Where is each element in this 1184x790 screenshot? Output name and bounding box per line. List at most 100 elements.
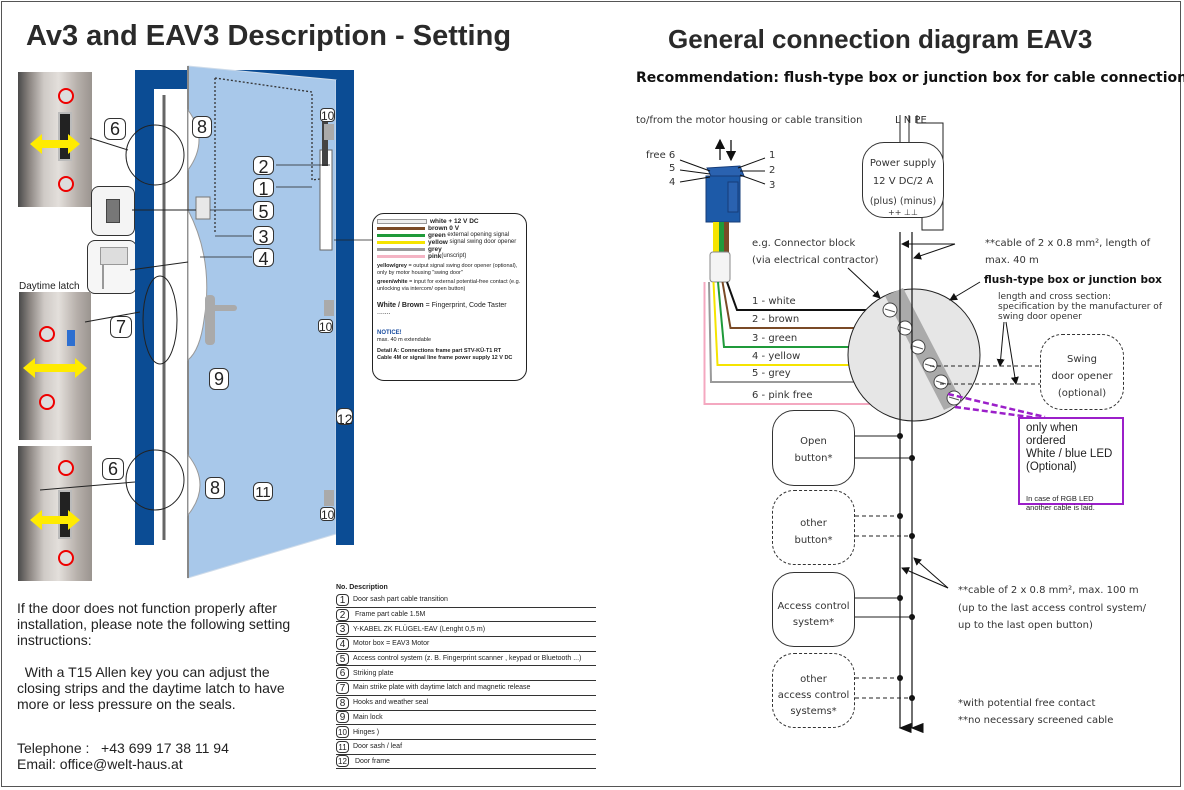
note-text: = output signal swing door opener (optio… xyxy=(377,263,518,276)
other-access-line1: other xyxy=(800,674,827,685)
callout-1: 1 xyxy=(253,178,274,199)
part-description: Motor box = EAV3 Motor xyxy=(353,640,430,648)
cable100-arrow xyxy=(913,557,949,589)
wire-label-5: 5 - grey xyxy=(752,368,791,379)
wire-note: signal swing door opener xyxy=(449,239,517,245)
photo-striking-plate-bottom xyxy=(18,446,92,581)
left-title: Av3 and EAV3 Description - Setting xyxy=(26,20,512,52)
wire-label: grey xyxy=(428,246,442,253)
access-control-line2: system* xyxy=(792,617,835,628)
wire-row-green: green external opening signal xyxy=(377,232,522,239)
terminal-slot xyxy=(899,326,911,331)
contact-telephone[interactable]: Telephone : +43 699 17 38 11 94 xyxy=(17,740,229,756)
part-description: Main lock xyxy=(353,713,383,721)
led-line1: only when ordered xyxy=(1026,422,1078,447)
parts-table-row: 2 Frame part cable 1.5M xyxy=(336,608,596,623)
contact-email[interactable]: Email: office@welt-haus.at xyxy=(17,756,183,772)
detail-circle-bottom xyxy=(125,449,185,511)
other-button-line2: button* xyxy=(794,535,833,546)
instructions-allen-key: With a T15 Allen key you can adjust the … xyxy=(17,664,289,712)
junction-spec: length and cross section: specification … xyxy=(998,292,1162,322)
note-key: green/white xyxy=(377,279,408,285)
adjust-arrow-icon xyxy=(30,134,80,154)
other-access-line2: access control xyxy=(777,690,850,701)
wire-label-2: 2 - brown xyxy=(752,314,800,325)
swing-door-line2: door opener xyxy=(1051,371,1113,382)
pin-label-4: 4 xyxy=(669,177,676,188)
pin-leader xyxy=(679,169,711,175)
callout-12: 12 xyxy=(336,408,353,427)
wire-green-icon xyxy=(377,234,425,237)
pin-label-6: free 6 xyxy=(646,150,676,161)
note-text: = Fingerprint, Code Taster ....... xyxy=(377,302,507,316)
callout-8-bottom: 8 xyxy=(205,477,225,499)
terminals xyxy=(882,302,962,406)
right-subtitle: Recommendation: flush-type box or juncti… xyxy=(636,70,1184,86)
wire-label-1: 1 - white xyxy=(752,296,796,307)
led-note1: In case of RGB LED xyxy=(1026,494,1094,503)
motor-caption: to/from the motor housing or cable trans… xyxy=(636,115,863,126)
parts-table-row: 12 Door frame xyxy=(336,755,596,770)
pin-leader xyxy=(737,157,766,169)
cable100-line3: up to the last open button) xyxy=(958,620,1093,631)
bus-junctions xyxy=(897,433,915,701)
cable40-line1: **cable of 2 x 0.8 mm², length of xyxy=(985,238,1151,249)
motor-icon xyxy=(100,247,128,265)
terminal-slot xyxy=(935,380,947,385)
door-illustration xyxy=(39,65,372,579)
wire-row-brown: brown 0 V xyxy=(377,225,522,232)
wire-label: pink xyxy=(428,253,442,260)
led-option-box: only when ordered White / blue LED (Opti… xyxy=(1018,417,1124,512)
wire-row-white: white + 12 V DC xyxy=(377,218,522,225)
hinge-middle xyxy=(324,300,334,316)
wire-brown-icon xyxy=(377,227,425,230)
power-supply-terminals: ++ ⊥⊥ xyxy=(888,208,918,217)
detail-circle-latch xyxy=(142,275,178,365)
connector-block-line2: (via electrical contractor) xyxy=(752,255,879,266)
leader xyxy=(39,481,136,491)
part-description: Y-KABEL ZK FLÜGEL-EAV (Lenght 0,5 m) xyxy=(353,625,486,633)
open-button-box: Open button* xyxy=(772,410,855,486)
power-supply-rating: 12 V DC/2 A xyxy=(872,176,934,187)
cable-info-box: white + 12 V DC brown 0 V green external… xyxy=(372,213,527,381)
instructions-intro: If the door does not function properly a… xyxy=(17,600,291,648)
led-line xyxy=(947,392,1046,419)
part-description: Frame part cable 1.5M xyxy=(353,611,426,619)
magnet-icon xyxy=(67,330,75,346)
note-key: yellow/grey xyxy=(377,263,407,269)
part-description: Hinges ) xyxy=(353,728,380,736)
other-access-control-box: other access control systems* xyxy=(772,653,855,728)
pin-label-5: 5 xyxy=(669,163,676,174)
other-button-box: other button* xyxy=(772,490,855,565)
spec-arrow xyxy=(996,321,1005,367)
wire-1 xyxy=(726,281,890,311)
connector-latch xyxy=(727,181,739,213)
leader xyxy=(129,261,189,271)
terminal-slot xyxy=(912,345,924,350)
pin-label-3: 3 xyxy=(769,180,776,191)
whitebrown-note: White / Brown = Fingerprint, Code Taster… xyxy=(377,302,522,316)
pin-leader xyxy=(679,159,711,172)
cable-sleeve xyxy=(709,251,731,283)
open-button-line2: button* xyxy=(794,453,833,464)
wire-row-pink: pink(unscript) xyxy=(377,253,522,260)
wire-white-icon xyxy=(377,219,427,224)
motor-box-shape xyxy=(187,209,208,362)
power-supply-title: Power supply xyxy=(869,158,937,169)
part-number: 11 xyxy=(336,740,349,753)
part-description: Hooks and weather seal xyxy=(353,699,429,707)
part-number: 2 xyxy=(336,608,349,621)
detail-line-2: Cable 4M or signal line frame power supp… xyxy=(377,355,513,361)
led-note2: another cable is laid. xyxy=(1026,503,1095,512)
connector-block-arrow xyxy=(847,267,881,299)
wire-row-grey: grey xyxy=(377,246,522,253)
callout-9: 9 xyxy=(209,368,229,390)
access-control-line1: Access control xyxy=(777,601,850,612)
cable100-line1: **cable of 2 x 0.8 mm², max. 100 m xyxy=(958,585,1139,596)
other-access-line3: systems* xyxy=(790,706,837,717)
spec-arrow xyxy=(1005,321,1019,385)
